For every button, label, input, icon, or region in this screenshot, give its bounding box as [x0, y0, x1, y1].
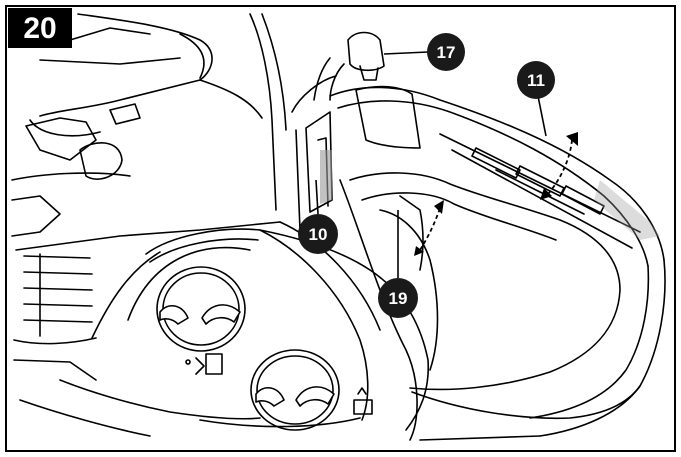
shaded-regions [320, 150, 660, 240]
callout-10-label: 10 [309, 225, 328, 244]
leader-10 [315, 179, 319, 215]
leader-17 [383, 51, 429, 55]
leader-11 [537, 95, 547, 137]
callout-17-label: 17 [437, 43, 456, 62]
leader-lines [315, 51, 547, 278]
arrow-heads [414, 132, 578, 256]
callout-17: 17 [427, 33, 465, 71]
callout-11-label: 11 [527, 71, 545, 90]
figure-number-badge: 20 [8, 8, 72, 48]
callout-11: 11 [517, 61, 555, 99]
callout-10: 10 [298, 214, 338, 254]
figure-number: 20 [23, 12, 56, 45]
callout-19-label: 19 [389, 289, 408, 308]
figure-border [5, 5, 676, 452]
motion-arrows [419, 139, 573, 251]
callout-19: 19 [378, 278, 418, 318]
saw-body-lines [11, 13, 666, 441]
